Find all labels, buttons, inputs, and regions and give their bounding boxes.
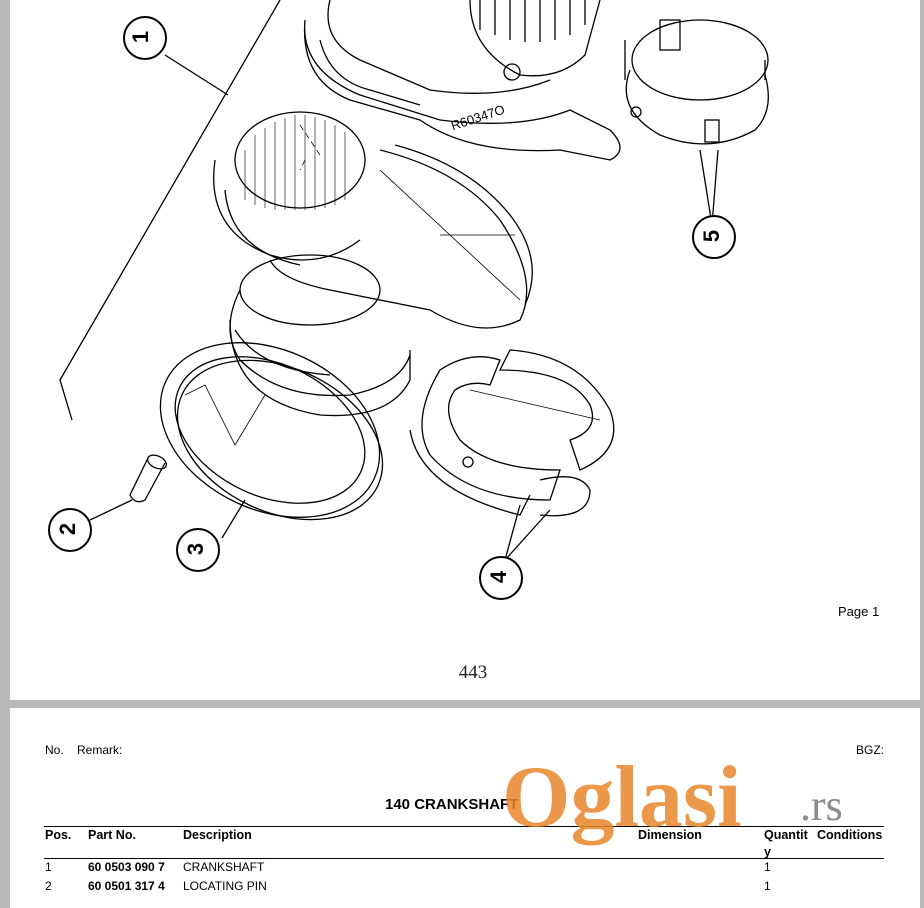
row-2-quantity: 1 — [764, 879, 771, 893]
row-2-part-no: 60 0501 317 4 — [88, 879, 165, 893]
column-header-conditions: Conditions — [817, 828, 883, 842]
row-1-quantity: 1 — [764, 860, 771, 874]
callout-circle-4 — [479, 556, 523, 600]
row-1-part-no: 60 0503 090 7 — [88, 860, 165, 874]
header-top-rule — [44, 826, 884, 827]
callout-circle-5 — [692, 215, 736, 259]
thrust-washer-3 — [159, 342, 384, 521]
bearing-shells-4 — [409, 349, 615, 517]
leader-2 — [89, 499, 133, 521]
leader-5 — [699, 149, 719, 226]
locating-pin-2 — [129, 454, 168, 503]
crank-web — [213, 111, 533, 329]
callout-circle-3 — [176, 528, 220, 572]
lower-journal — [229, 254, 411, 417]
section-title: 140 CRANKSHAFT — [385, 796, 519, 813]
page-label: Page 1 — [838, 604, 880, 619]
callout-label-3: 3 — [183, 542, 209, 556]
page-number: 443 — [458, 662, 488, 683]
column-header-description: Description — [183, 828, 252, 842]
column-header-quantity-wrap: y — [764, 845, 771, 859]
row-1-pos: 1 — [45, 860, 52, 874]
row-1-description: CRANKSHAFT — [183, 860, 265, 874]
oglasi-watermark-logo: Oglasi .rs — [502, 749, 843, 846]
frame-line — [59, 0, 281, 421]
watermark-text: Oglasi — [502, 749, 742, 846]
bearing-shell-5 — [624, 19, 769, 145]
column-header-part-no: Part No. — [88, 828, 136, 842]
leader-4 — [504, 504, 551, 561]
leader-3 — [221, 499, 246, 539]
header-bottom-rule — [44, 858, 884, 859]
column-header-dimension: Dimension — [638, 828, 702, 842]
callout-circle-2 — [48, 508, 92, 552]
bgz-label: BGZ: — [856, 743, 885, 757]
parts-list-page: No. Remark: BGZ: 140 CRANKSHAFT Pos. Par… — [10, 708, 920, 908]
callout-circle-1 — [123, 16, 167, 60]
column-header-quantity: Quantit — [764, 828, 808, 842]
callout-label-5: 5 — [699, 229, 725, 243]
leader-1 — [164, 54, 229, 96]
callout-label-2: 2 — [55, 522, 81, 536]
drawing-page: 1 2 3 4 5 R60347O Page 1 443 — [10, 0, 920, 700]
callout-label-1: 1 — [128, 30, 154, 44]
crankshaft-exploded-drawing — [48, 0, 769, 600]
row-2-pos: 2 — [45, 879, 52, 893]
no-label: No. — [45, 743, 64, 757]
watermark-suffix: .rs — [800, 781, 843, 830]
callout-label-4: 4 — [486, 570, 512, 584]
remark-label: Remark: — [77, 743, 123, 757]
upper-gear-part — [303, 0, 621, 161]
row-2-description: LOCATING PIN — [183, 879, 267, 893]
column-header-pos: Pos. — [45, 828, 72, 842]
